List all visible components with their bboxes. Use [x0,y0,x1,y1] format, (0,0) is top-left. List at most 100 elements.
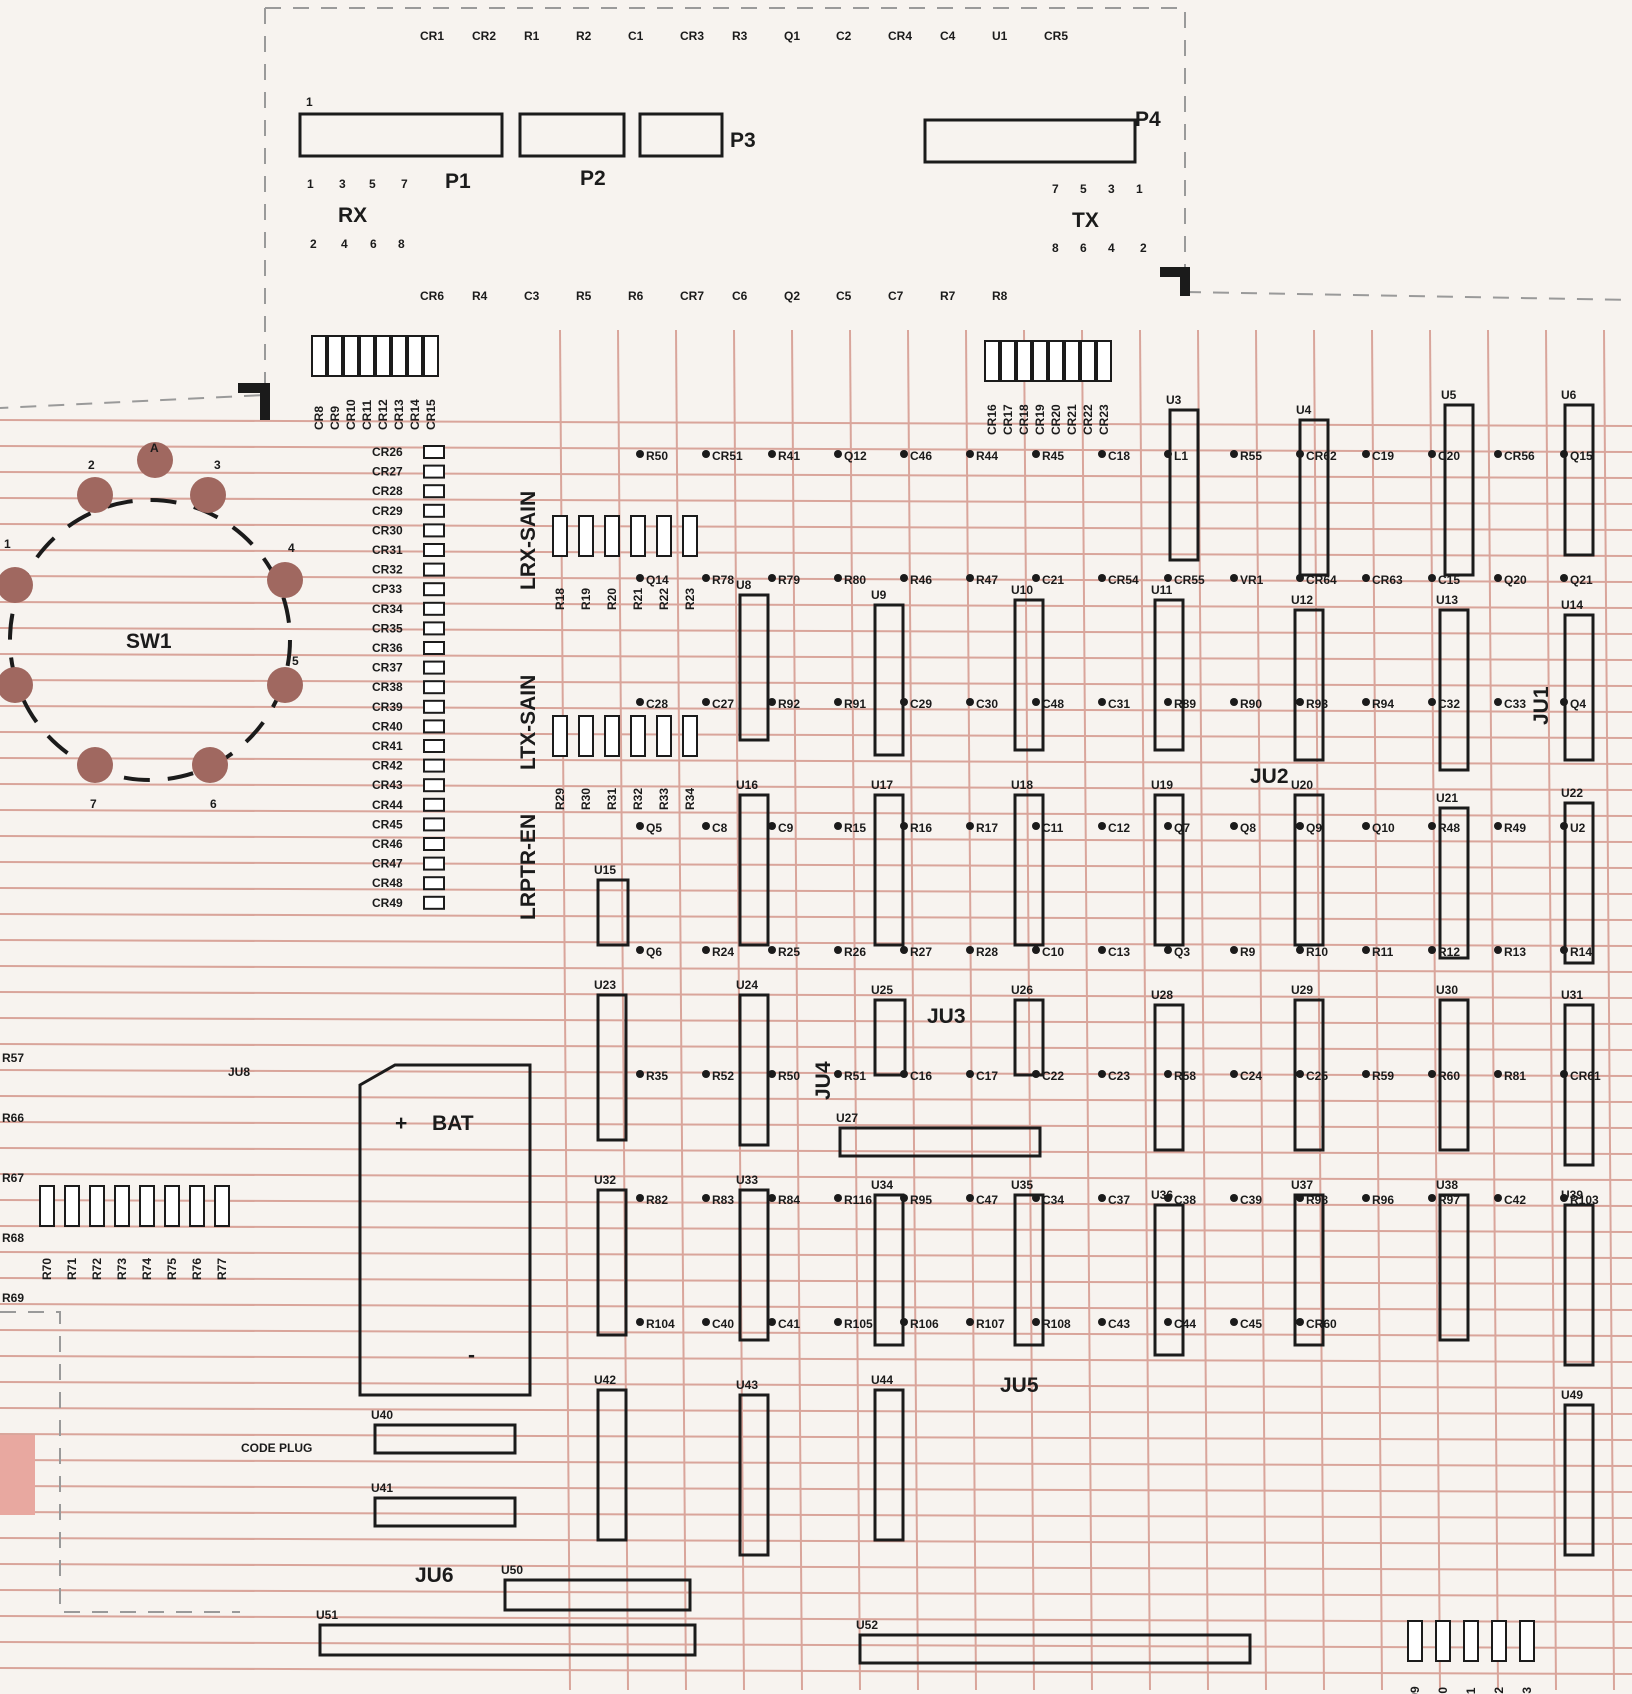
resistor-r20: R20 [604,515,620,610]
svg-text:R116: R116 [844,1193,872,1207]
ic-u26: U26 [1011,983,1045,1077]
svg-text:R77: R77 [215,1258,229,1280]
ic-u52: U52 [856,1618,1252,1665]
svg-text:R70: R70 [40,1258,54,1280]
part-cr63: CR63 [1362,573,1403,587]
part-c25: C25 [1296,1069,1328,1083]
part-u1: U1 [992,29,1008,43]
svg-text:C29: C29 [910,697,932,711]
part-r79: R79 [768,573,800,587]
ic-u31: U31 [1561,988,1595,1167]
sw1-label: SW1 [126,630,172,653]
svg-text:CP33: CP33 [372,582,402,596]
svg-text:R22: R22 [657,588,671,610]
svg-text:R109: R109 [1408,1686,1422,1694]
part-c27: C27 [702,697,734,711]
part-l1: L1 [1164,449,1188,463]
part-r24: R24 [702,945,734,959]
svg-text:R75: R75 [165,1258,179,1280]
part-r97: R97 [1428,1193,1460,1207]
svg-text:1: 1 [4,537,11,551]
part-cr5: CR5 [1044,29,1068,43]
svg-text:R50: R50 [778,1069,800,1083]
part-c6: C6 [732,289,748,303]
ju1-label: JU1 [1530,686,1553,725]
ic-label: U9 [871,588,887,602]
svg-text:C21: C21 [1042,573,1064,587]
svg-text:VR1: VR1 [1240,573,1264,587]
diode-cr43: CR43 [372,778,445,793]
svg-text:Q4: Q4 [1570,697,1586,711]
part-c10: C10 [1032,945,1064,959]
part-q7: Q7 [1164,821,1190,835]
svg-text:C24: C24 [1240,1069,1262,1083]
svg-text:R103: R103 [1570,1193,1599,1207]
svg-text:C47: C47 [976,1193,998,1207]
ic-label: U40 [371,1408,393,1422]
svg-text:R96: R96 [1372,1193,1394,1207]
diode-cr21: CR21 [1064,340,1080,435]
diode-cr23: CR23 [1096,340,1112,435]
tx-label: TX [1072,209,1099,232]
ic-label: U13 [1436,593,1458,607]
part-c11: C11 [1032,821,1064,835]
part-c3: C3 [524,289,540,303]
diode-cr42: CR42 [372,758,445,773]
part-cr60: CR60 [1296,1317,1337,1331]
svg-text:CR22: CR22 [1081,404,1095,435]
resistor-r110: R110 [1435,1620,1451,1694]
svg-text:R16: R16 [910,821,932,835]
svg-text:R93: R93 [1306,697,1328,711]
part-q14: Q14 [636,573,669,587]
part-c32: C32 [1428,697,1460,711]
svg-text:R34: R34 [683,788,697,810]
part-r93: R93 [1296,697,1328,711]
part-cr1: CR1 [420,29,444,43]
part-c30: C30 [966,697,998,711]
ic-label: U37 [1291,1178,1313,1192]
resistor-r73: R73 [114,1185,130,1280]
diode-cr41: CR41 [372,739,445,753]
svg-text:C18: C18 [1108,449,1130,463]
svg-text:7: 7 [90,797,97,811]
resistor-r23: R23 [682,515,698,610]
part-q4: Q4 [1560,697,1586,711]
connector-p4: P4 [923,108,1161,164]
part-c1: C1 [628,29,644,43]
svg-text:C41: C41 [778,1317,800,1331]
part-r52: R52 [702,1069,734,1083]
svg-text:CR29: CR29 [372,504,403,518]
svg-text:R59: R59 [1372,1069,1394,1083]
part-r92: R92 [768,697,800,711]
ic-u3: U3 [1166,393,1200,562]
svg-text:CR35: CR35 [372,621,403,635]
diode-cr11: CR11 [359,335,375,430]
part-r49: R49 [1494,821,1526,835]
svg-text:R97: R97 [1438,1193,1460,1207]
svg-text:4: 4 [288,541,295,555]
svg-text:R92: R92 [778,697,800,711]
diode-cr18: CR18 [1016,340,1032,435]
diode-cr32: CR32 [372,562,445,577]
ic-label: U52 [856,1618,878,1632]
ic-label: U31 [1561,988,1583,1002]
svg-text:R89: R89 [1174,697,1196,711]
part-q5: Q5 [636,821,662,835]
part-cr51: CR51 [702,449,743,463]
svg-text:R26: R26 [844,945,866,959]
diode-cr13: CR13 [391,335,407,430]
part-r96: R96 [1362,1193,1394,1207]
svg-text:U2: U2 [1570,821,1586,835]
part-r26: R26 [834,945,866,959]
part-r116: R116 [834,1193,872,1207]
svg-text:1: 1 [1136,182,1143,196]
ic-label: U14 [1561,598,1583,612]
part-r78: R78 [702,573,734,587]
svg-text:R15: R15 [844,821,866,835]
ic-u42: U42 [594,1373,628,1542]
part-q12: Q12 [834,449,867,463]
part-r3: R3 [732,29,748,43]
part-c37: C37 [1098,1193,1130,1207]
part-q10: Q10 [1362,821,1395,835]
diode-cr20: CR20 [1048,340,1064,435]
